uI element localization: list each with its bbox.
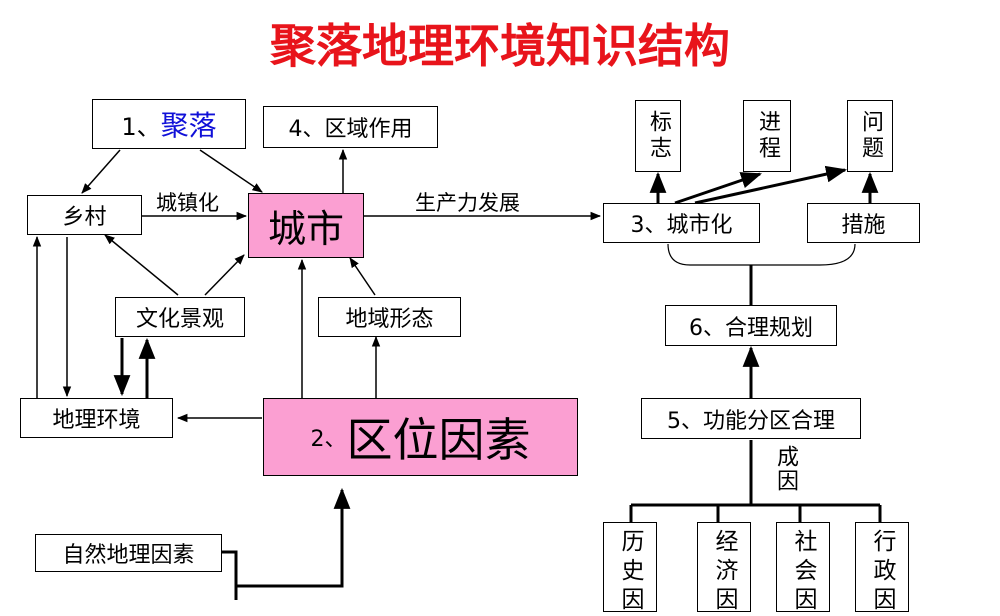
sign-node: 标志 [635, 100, 681, 172]
problems-label: 问题 [858, 110, 883, 162]
cause-label: 成因 [773, 445, 798, 493]
regional-role-node: 4、区域作用 [263, 106, 438, 148]
problems-node: 问题 [847, 100, 893, 172]
natural-factors-node: 自然地理因素 [35, 534, 222, 572]
settlement-node: 1、聚落 [92, 99, 246, 149]
economy-factor-node: 经济因 [697, 522, 751, 616]
location-number: 2、 [310, 427, 347, 452]
settlement-label: 聚落 [160, 109, 217, 142]
urbanization-node: 3、城市化 [603, 203, 760, 243]
zoning-node: 5、功能分区合理 [641, 398, 861, 439]
process-label: 进程 [755, 110, 780, 162]
page-title: 聚落地理环境知识结构 [270, 19, 730, 73]
location-label: 区位因素 [346, 413, 531, 467]
admin-factor-node: 行政因 [855, 522, 909, 616]
process-node: 进程 [743, 100, 791, 172]
measures-node: 措施 [807, 203, 920, 243]
location-factors-node: 2、区位因素 [263, 398, 578, 476]
settlement-number: 1、 [121, 112, 161, 141]
culture-landscape-node: 文化景观 [115, 297, 245, 337]
sign-label: 标志 [646, 110, 671, 162]
planning-node: 6、合理规划 [665, 305, 837, 346]
urbanize-town-label: 城镇化 [156, 191, 219, 215]
history-factor-node: 历史因 [603, 522, 657, 616]
society-factor-node: 社会因 [776, 522, 830, 616]
city-node: 城市 [248, 193, 364, 258]
regional-form-node: 地域形态 [318, 297, 461, 337]
village-node: 乡村 [27, 195, 142, 235]
geo-environment-node: 地理环境 [20, 398, 173, 438]
connector-lines [32, 148, 882, 600]
productivity-label: 生产力发展 [415, 191, 520, 215]
